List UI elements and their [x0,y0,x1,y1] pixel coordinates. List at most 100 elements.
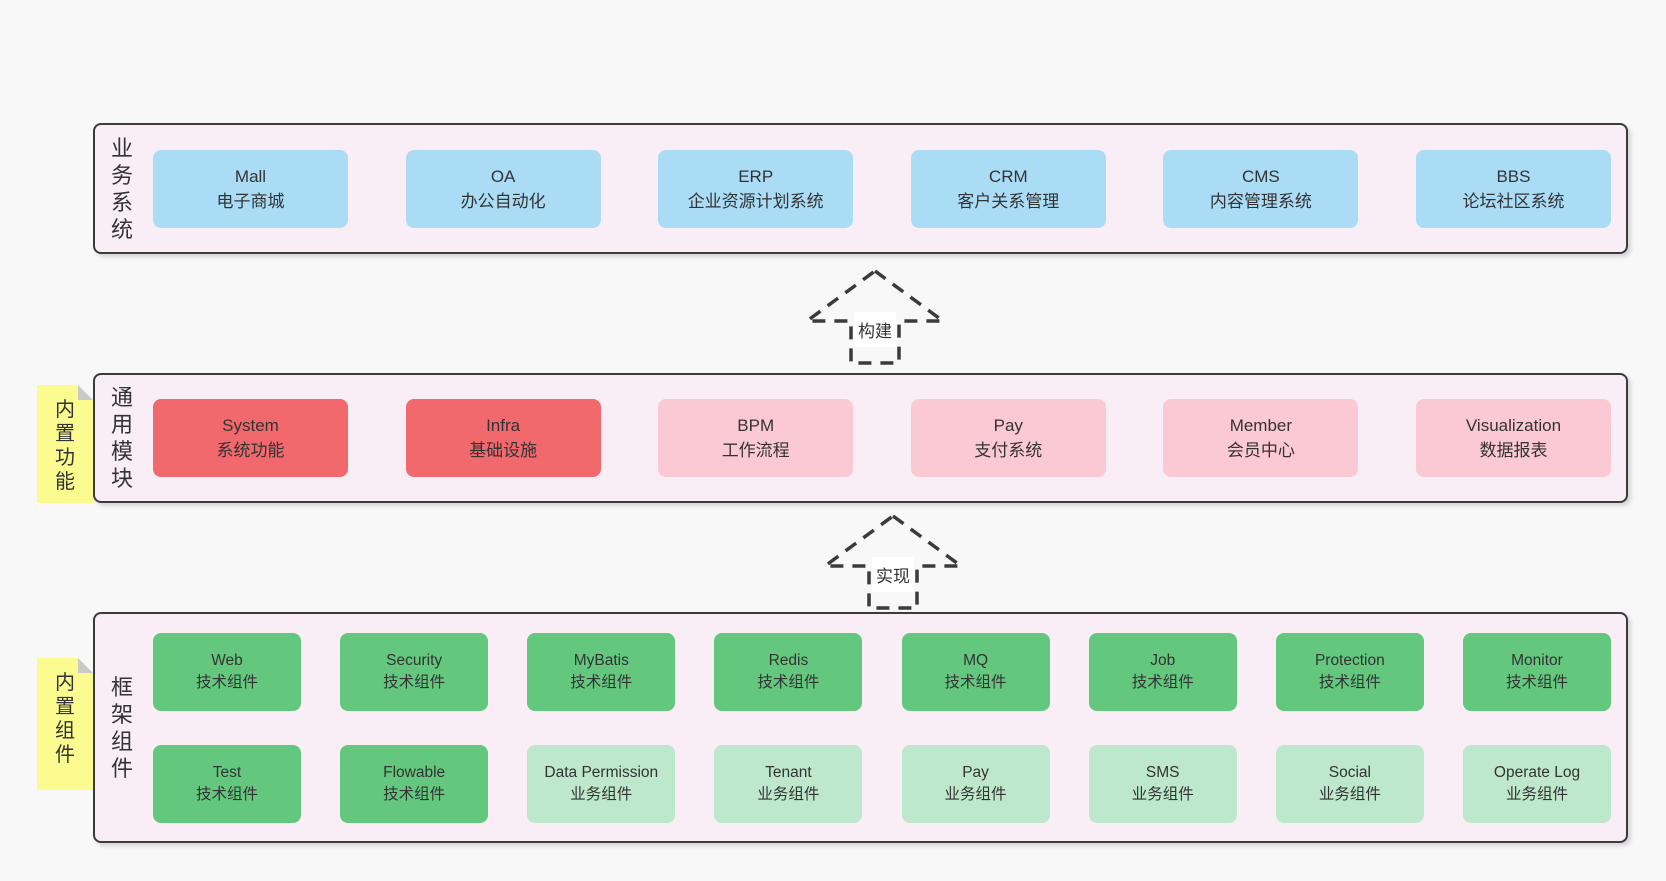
business-systems-panel: 业务系统 Mall 电子商城 OA 办公自动化 ERP 企业资源计划系统 CRM… [93,123,1628,254]
box-title: MQ [963,651,989,669]
web-box: Web 技术组件 [153,632,301,711]
box-subtitle: 技术组件 [757,673,820,691]
pay-system-box: Pay 支付系统 [910,399,1106,477]
box-subtitle: 技术组件 [1131,673,1194,691]
box-subtitle: 技术组件 [195,785,258,803]
up-arrow-icon [805,268,945,365]
box-subtitle: 基础设施 [469,441,538,460]
crm-box: CRM 客户关系管理 [910,149,1106,228]
note-text: 内置功能 [55,399,75,493]
note-fold-corner [78,385,93,400]
bbs-box: BBS 论坛社区系统 [1415,149,1611,228]
tenant-box: Tenant 业务组件 [714,744,863,823]
box-title: Web [211,651,243,669]
business-systems-row: Mall 电子商城 OA 办公自动化 ERP 企业资源计划系统 CRM 客户关系… [139,149,1626,228]
mybatis-box: MyBatis 技术组件 [527,632,676,711]
box-subtitle: 技术组件 [570,673,633,691]
note-fold-corner [78,658,93,673]
flowable-box: Flowable 技术组件 [340,744,489,823]
box-subtitle: 技术组件 [1505,673,1568,691]
box-title: Flowable [383,763,446,781]
job-box: Job 技术组件 [1088,632,1237,711]
box-title: Tenant [765,763,812,781]
sms-box: SMS 业务组件 [1088,744,1237,823]
box-title: Job [1150,651,1176,669]
tech-components-row: Web 技术组件 Security 技术组件 MyBatis 技术组件 Redi… [139,632,1626,711]
box-title: CRM [988,166,1028,186]
box-title: Monitor [1511,651,1563,669]
box-title: BPM [737,416,775,435]
box-title: Redis [768,651,809,669]
implement-arrow-label: 实现 [872,557,914,592]
member-box: Member 会员中心 [1163,399,1359,477]
box-subtitle: 电子商城 [216,191,285,211]
box-subtitle: 业务组件 [1131,785,1194,803]
box-subtitle: 客户关系管理 [957,191,1060,211]
box-subtitle: 内容管理系统 [1209,191,1312,211]
box-subtitle: 数据报表 [1479,441,1548,460]
box-subtitle: 支付系统 [974,441,1043,460]
framework-components-grid: Web 技术组件 Security 技术组件 MyBatis 技术组件 Redi… [139,632,1626,823]
box-title: Operate Log [1493,763,1581,781]
box-subtitle: 办公自动化 [460,191,546,211]
box-subtitle: 技术组件 [383,673,446,691]
box-subtitle: 会员中心 [1226,441,1295,460]
box-title: Visualization [1465,416,1562,435]
common-modules-row: System 系统功能 Infra 基础设施 BPM 工作流程 Pay 支付系统… [139,399,1626,477]
box-title: SMS [1145,763,1180,781]
built-in-components-note: 内置组件 [37,658,93,790]
box-title: OA [490,166,516,186]
system-box: System 系统功能 [153,399,348,477]
redis-box: Redis 技术组件 [714,632,863,711]
box-title: Social [1328,763,1371,781]
oa-box: OA 办公自动化 [405,149,601,228]
framework-components-panel: 框架组件 Web 技术组件 Security 技术组件 MyBatis 技术组件… [93,612,1628,843]
box-subtitle: 业务组件 [570,785,633,803]
box-subtitle: 业务组件 [757,785,820,803]
box-title: Mall [234,166,267,186]
box-subtitle: 系统功能 [216,441,285,460]
build-arrow-label: 构建 [854,312,896,347]
infra-box: Infra 基础设施 [405,399,601,477]
box-title: System [222,416,279,435]
box-title: Pay [962,763,989,781]
implement-arrow: 实现 [823,513,963,611]
box-subtitle: 业务组件 [944,785,1007,803]
business-systems-label: 业务系统 [110,135,133,242]
common-modules-label: 通用模块 [110,385,133,491]
box-subtitle: 企业资源计划系统 [687,191,824,211]
erp-box: ERP 企业资源计划系统 [658,149,854,228]
bpm-box: BPM 工作流程 [658,399,854,477]
monitor-box: Monitor 技术组件 [1462,632,1611,711]
box-title: Protection [1314,651,1385,669]
common-modules-panel: 通用模块 System 系统功能 Infra 基础设施 BPM 工作流程 Pay… [93,373,1628,503]
social-box: Social 业务组件 [1275,744,1424,823]
note-text: 内置组件 [55,672,75,766]
box-title: Test [212,763,242,781]
security-box: Security 技术组件 [340,632,489,711]
visualization-box: Visualization 数据报表 [1415,399,1611,477]
box-title: Data Permission [544,763,659,781]
box-subtitle: 技术组件 [944,673,1007,691]
box-title: Security [386,651,443,669]
operate-log-box: Operate Log 业务组件 [1462,744,1611,823]
framework-components-label: 框架组件 [110,674,133,781]
box-subtitle: 技术组件 [195,673,258,691]
box-subtitle: 技术组件 [1318,673,1381,691]
box-subtitle: 工作流程 [721,441,790,460]
box-subtitle: 业务组件 [1505,785,1568,803]
box-subtitle: 论坛社区系统 [1462,191,1565,211]
box-subtitle: 业务组件 [1318,785,1381,803]
box-title: CMS [1241,166,1280,186]
box-title: Infra [486,416,521,435]
box-title: Member [1229,416,1293,435]
protection-box: Protection 技术组件 [1275,632,1424,711]
build-arrow: 构建 [805,268,945,366]
up-arrow-icon [823,513,963,610]
data-permission-box: Data Permission 业务组件 [527,744,676,823]
mall-box: Mall 电子商城 [153,149,348,228]
box-title: Pay [993,416,1023,435]
box-title: ERP [738,166,774,186]
mq-box: MQ 技术组件 [901,632,1050,711]
built-in-features-note: 内置功能 [37,385,93,503]
